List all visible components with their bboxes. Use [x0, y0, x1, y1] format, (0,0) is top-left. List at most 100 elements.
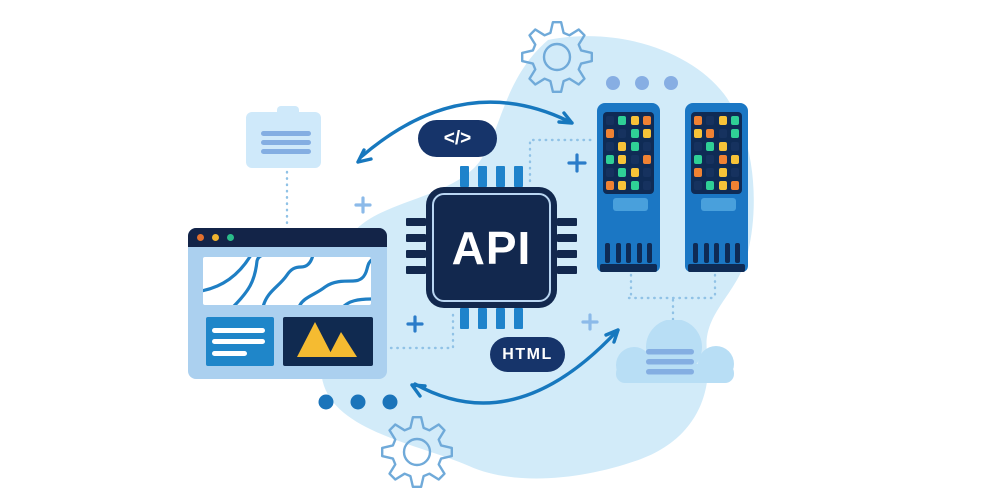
drive-slot	[701, 198, 736, 211]
vent-grill	[693, 243, 740, 263]
plus-icon	[567, 153, 587, 173]
chip-pin	[557, 234, 577, 242]
led-panel	[691, 112, 742, 194]
led-light	[642, 155, 651, 165]
plus-icon	[581, 313, 599, 331]
chip-pin	[478, 166, 487, 187]
led-light	[718, 115, 727, 125]
led-light	[606, 155, 615, 165]
map-contours	[203, 257, 371, 305]
led-light	[718, 168, 727, 178]
browser-titlebar	[188, 228, 387, 247]
led-light	[642, 141, 651, 151]
vent-slit	[693, 243, 698, 263]
led-panel	[603, 112, 654, 194]
dashed-connector-servers-cloud	[627, 273, 719, 323]
led-light	[694, 155, 703, 165]
chip-pin	[496, 166, 505, 187]
led-light	[606, 168, 615, 178]
led-light	[606, 181, 615, 191]
led-light	[606, 141, 615, 151]
led-light	[706, 141, 715, 151]
led-light	[642, 181, 651, 191]
led-light	[606, 128, 615, 138]
drive-slot	[613, 198, 648, 211]
led-light	[642, 128, 651, 138]
led-light	[694, 168, 703, 178]
chip-pin	[406, 266, 426, 274]
led-light	[630, 141, 639, 151]
folder-line	[261, 131, 311, 136]
led-light	[630, 155, 639, 165]
vent-slit	[703, 243, 709, 263]
led-light	[694, 128, 703, 138]
chip-inner-border	[432, 193, 551, 302]
vent-grill	[605, 243, 652, 263]
text-line	[212, 328, 265, 333]
browser-window	[188, 228, 387, 379]
led-light	[606, 115, 615, 125]
image-block	[283, 317, 373, 366]
led-light	[730, 141, 739, 151]
led-light	[730, 181, 739, 191]
led-light	[718, 128, 727, 138]
led-light	[730, 168, 739, 178]
vent-slit	[626, 243, 631, 263]
plus-icon	[406, 315, 424, 333]
text-line	[212, 351, 247, 356]
map-panel	[203, 257, 371, 305]
plus-icon	[354, 196, 372, 214]
vent-slit	[605, 243, 610, 263]
vent-slit	[735, 243, 740, 263]
led-light	[694, 141, 703, 151]
rack-base	[600, 264, 657, 272]
chip-pin	[557, 250, 577, 258]
dashed-connector-browser-chip	[389, 309, 455, 350]
dashed-connector-chip-server	[528, 138, 595, 183]
code-badge-label: </>	[443, 127, 472, 149]
chip-pin	[406, 218, 426, 226]
led-light	[718, 155, 727, 165]
led-light	[618, 141, 627, 151]
cloud-icon	[608, 319, 742, 383]
window-dot-green	[227, 234, 234, 241]
led-light	[694, 181, 703, 191]
led-light	[718, 181, 727, 191]
led-light	[630, 181, 639, 191]
rack-base	[688, 264, 745, 272]
api-chip: API	[426, 187, 557, 308]
folder-line	[261, 140, 311, 145]
chip-pin	[557, 266, 577, 274]
led-light	[642, 168, 651, 178]
led-light	[730, 155, 739, 165]
arrow-browser-to-servers	[356, 100, 574, 164]
led-light	[642, 115, 651, 125]
chip-pin	[514, 308, 523, 329]
chip-pin	[460, 166, 469, 187]
led-light	[618, 155, 627, 165]
chip-pin	[514, 166, 523, 187]
led-light	[630, 115, 639, 125]
chip-pin	[496, 308, 505, 329]
server-rack	[685, 103, 748, 272]
led-light	[618, 181, 627, 191]
led-light	[718, 141, 727, 151]
arrow-cloud-to-browser	[410, 328, 620, 405]
led-light	[706, 181, 715, 191]
mountain-icon	[297, 322, 357, 357]
text-block	[206, 317, 274, 366]
chip-pin	[557, 218, 577, 226]
led-light	[730, 128, 739, 138]
text-line	[212, 339, 265, 344]
led-light	[618, 115, 627, 125]
led-light	[706, 168, 715, 178]
dots-row-icon	[318, 394, 398, 410]
led-light	[706, 128, 715, 138]
cloud-text-lines	[646, 349, 694, 375]
html-badge-label: HTML	[502, 345, 553, 363]
led-light	[706, 115, 715, 125]
chip-pin	[478, 308, 487, 329]
led-light	[618, 168, 627, 178]
vent-slit	[636, 243, 642, 263]
